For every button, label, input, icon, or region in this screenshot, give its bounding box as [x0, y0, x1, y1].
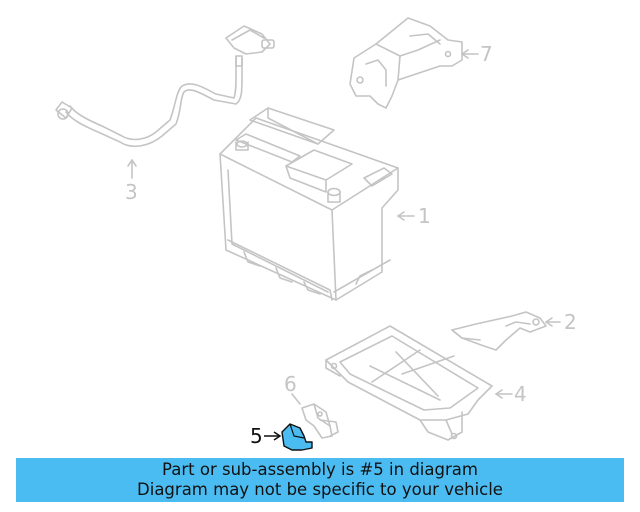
- callout-7: 7: [480, 42, 493, 66]
- banner-line-disclaimer: Diagram may not be specific to your vehi…: [137, 480, 503, 499]
- battery-tray-part: [325, 325, 513, 441]
- callout-3: 3: [125, 180, 138, 204]
- battery-part: [219, 107, 415, 301]
- callout-4: 4: [514, 382, 527, 406]
- callout-2: 2: [564, 310, 577, 334]
- hold-down-clamp-part: [451, 311, 561, 351]
- callout-5: 5: [250, 424, 263, 448]
- highlighted-clip-part: [264, 423, 313, 451]
- battery-cable-part: [55, 25, 275, 179]
- banner-line-part-number: Part or sub-assembly is #5 in diagram: [162, 460, 478, 479]
- callout-6: 6: [284, 372, 297, 396]
- battery-bracket-part: [349, 17, 479, 109]
- info-banner: Part or sub-assembly is #5 in diagram Di…: [16, 458, 624, 502]
- small-bracket-part: [291, 393, 339, 439]
- callout-1: 1: [418, 204, 431, 228]
